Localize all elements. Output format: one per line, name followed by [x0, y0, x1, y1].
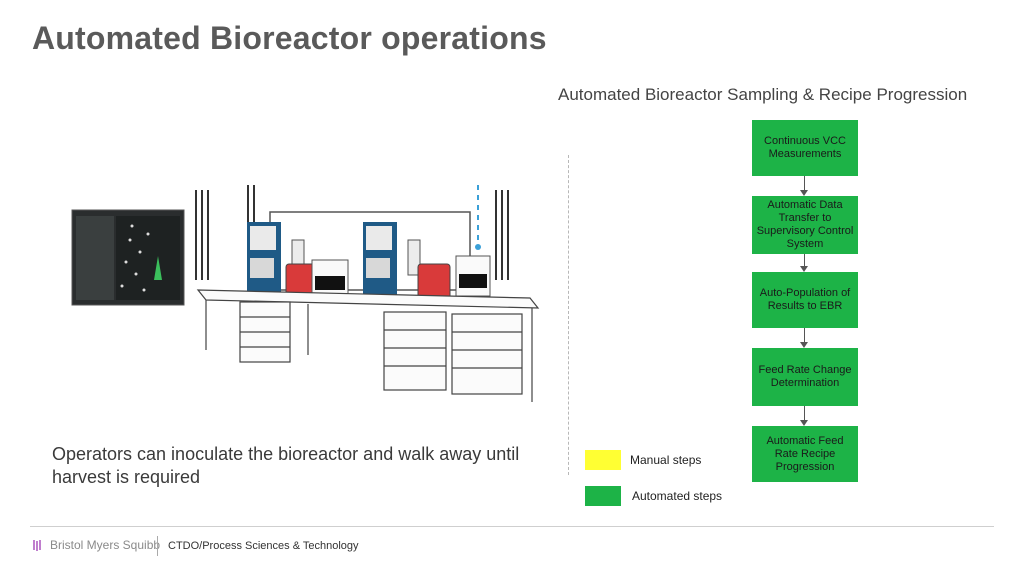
lab-bench: [196, 289, 540, 402]
footer-divider: [30, 526, 994, 527]
slide-title: Automated Bioreactor operations: [32, 20, 547, 56]
flow-step-1: Continuous VCC Measurements: [752, 120, 858, 176]
footer-department: CTDO/Process Sciences & Technology: [168, 540, 359, 552]
brand-name: Bristol Myers Squibb: [50, 538, 161, 552]
flow-arrow-head-1: [800, 190, 808, 196]
bioreactor-unit-2: [363, 222, 491, 305]
section-divider: [568, 155, 569, 475]
flow-arrow-head-2: [800, 266, 808, 272]
legend-label-automated: Automated steps: [632, 489, 723, 503]
bioreactor-lab-illustration: [71, 185, 540, 402]
flow-arrow-4: [804, 406, 805, 420]
brand-logo: Bristol Myers Squibb: [32, 538, 160, 552]
legend-swatch-manual: [585, 450, 621, 470]
diagram-title: Automated Bioreactor Sampling & Recipe P…: [558, 85, 968, 104]
legend-swatch-automated: [585, 486, 621, 506]
flow-step-4: Feed Rate Change Determination: [752, 348, 858, 406]
flow-step-5: Automatic Feed Rate Recipe Progression: [752, 426, 858, 482]
bioreactor-unit-1: [247, 222, 349, 304]
flow-arrow-2: [804, 254, 805, 266]
slide-caption: Operators can inoculate the bioreactor a…: [52, 444, 520, 487]
monitor-screen: [71, 209, 185, 306]
flow-arrow-head-4: [800, 420, 808, 426]
flow-step-3: Auto-Population of Results to EBR: [752, 272, 858, 328]
flow-arrow-3: [804, 328, 805, 342]
footer-separator: [157, 536, 158, 556]
flow-step-2: Automatic Data Transfer to Supervisory C…: [752, 196, 858, 254]
bms-logo-icon: [33, 540, 41, 551]
flow-arrow-head-3: [800, 342, 808, 348]
legend-label-manual: Manual steps: [630, 453, 702, 467]
flow-arrow-1: [804, 176, 805, 190]
